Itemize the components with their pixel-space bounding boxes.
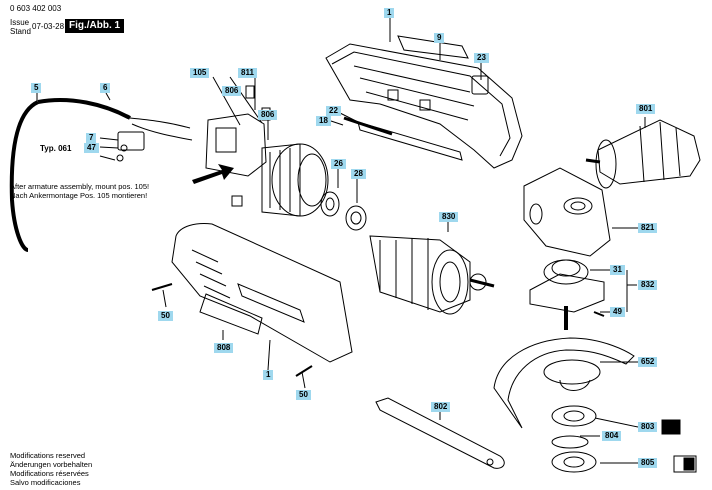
part-label-7: 7 [86,133,97,143]
part-label-1-bottom: 1 [263,370,274,380]
stand-label: Stand [10,27,31,36]
footer-line-1: Modifications reserved [10,451,86,460]
part-label-23: 23 [474,53,489,63]
part-label-821: 821 [638,223,658,233]
part-label-31: 31 [610,265,625,275]
document-number: 0 603 402 003 [10,4,62,13]
footer-line-3: Modifications réservées [10,469,89,478]
part-label-5: 5 [31,83,42,93]
part-label-6: 6 [100,83,111,93]
assembly-note-en: After armature assembly, mount pos. 105! [10,182,150,191]
issue-label: Issue [10,18,30,27]
part-label-105: 105 [190,68,210,78]
part-label-50-a: 50 [158,311,173,321]
issue-date: 07-03-28 [32,22,65,31]
part-label-804: 804 [602,431,622,441]
part-label-803: 803 [638,422,658,432]
part-label-802: 802 [431,402,451,412]
type-label: Typ. 061 [40,144,72,153]
part-label-830: 830 [439,212,459,222]
part-label-50-b: 50 [296,390,311,400]
part-label-22: 22 [326,106,341,116]
part-label-805: 805 [638,458,658,468]
part-label-832: 832 [638,280,658,290]
part-label-806-a: 806 [222,86,242,96]
figure-label: Fig./Abb. 1 [65,19,125,33]
part-label-652: 652 [638,357,658,367]
part-label-806-b: 806 [258,110,278,120]
part-label-1-top: 1 [384,8,395,18]
part-label-18: 18 [316,116,331,126]
footer-line-2: Änderungen vorbehalten [10,460,93,469]
part-label-49: 49 [610,307,625,317]
part-label-9: 9 [434,33,445,43]
part-label-47: 47 [84,143,99,153]
part-label-801: 801 [636,104,656,114]
footer-line-4: Salvo modificaciones [10,478,81,487]
part-label-28: 28 [351,169,366,179]
part-label-26: 26 [331,159,346,169]
part-label-808: 808 [214,343,234,353]
assembly-note-de: Nach Ankermontage Pos. 105 montieren! [10,191,148,200]
part-label-811: 811 [238,68,257,78]
